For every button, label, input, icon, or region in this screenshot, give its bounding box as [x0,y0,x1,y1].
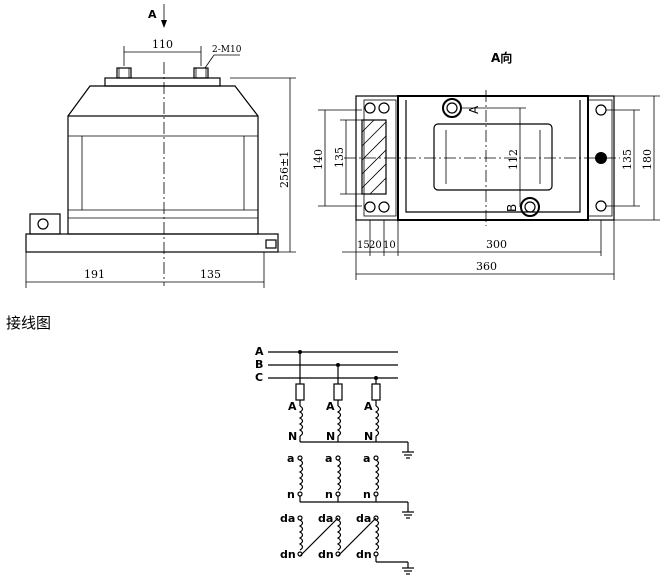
secondary-c-start-dot [373,455,379,461]
core-window [433,123,553,191]
dim-191-text: 191 [84,268,105,281]
primary-a-label-3: A [364,400,373,413]
hole-bl2 [378,201,390,213]
hole-tl [364,102,376,114]
residual-coil-c [374,519,380,551]
side-view-title: A向 [491,50,512,65]
primary-a-label-2: A [326,400,335,413]
base-plate [25,233,279,253]
fuse-a [295,383,305,401]
residual-da-label-3: da [356,512,371,525]
secondary-coil-b [336,459,342,491]
body-shoulder [67,85,259,117]
residual-c-end-dot [373,551,379,557]
hole-bl [364,201,376,213]
front-view: A 110 2-M10 [25,4,296,288]
secondary-a-label-2: a [325,452,332,465]
residual-c-start-dot [373,515,379,521]
ground-lug-hole [37,218,49,230]
secondary-c-end-dot [373,491,379,497]
residual-windings [298,519,380,551]
terminal-a [442,98,462,118]
secondary-windings [298,459,380,491]
dim-180-text: 180 [641,149,654,170]
dim-110-text: 110 [152,38,173,51]
dim-15-text: 15 [357,240,370,251]
secondary-n-label-1: n [287,488,295,501]
hole-tl2 [378,102,390,114]
top-plate [104,77,221,87]
phase-b-label: B [255,358,263,371]
secondary-coil-a [298,459,304,491]
hatched-block [361,119,387,195]
primary-coil-c [374,405,380,437]
fuse-b [333,383,343,401]
hatch-lines [361,119,387,195]
secondary-n-label-2: n [325,488,333,501]
residual-coil-a [298,519,304,551]
ground-lug [29,213,61,235]
primary-a-label-1: A [288,400,297,413]
side-view: A向 A B [312,50,660,280]
ground-bolt [265,239,277,249]
core-inner [405,100,581,213]
wiring-title: 接线图 [6,314,51,332]
wiring-diagram: 接线图 A B C A A A N N N [6,314,414,575]
terminal-b-inner [524,201,536,213]
secondary-coil-c [374,459,380,491]
dim-20-text: 20 [369,240,382,251]
phase-c-label: C [255,371,263,384]
primary-windings [298,405,380,437]
dim-300-text: 300 [486,238,507,251]
secondary-a-end-dot [297,491,303,497]
dim-360-text: 360 [476,260,497,273]
bolt-leader [204,54,215,69]
terminal-a-inner [446,102,458,114]
residual-b-start-dot [335,515,341,521]
delta-link-2 [337,517,377,557]
residual-dn-label-1: dn [280,548,296,561]
primary-n-label-3: N [364,430,373,443]
primary-n-label-2: N [326,430,335,443]
fuse-c [371,383,381,401]
dim-135-text: 135 [200,268,221,281]
hole-br [595,200,607,212]
secondary-a-start-dot [297,455,303,461]
residual-coil-b [336,519,342,551]
dim-135-right-text: 135 [621,149,634,170]
view-arrow-label: A [148,8,157,21]
terminal-b [520,197,540,217]
dim-256-text: 256±1 [278,151,291,188]
primary-coil-a [298,405,304,437]
dim-140-text: 140 [312,149,325,170]
bolt-note: 2-M10 [212,45,242,55]
secondary-n-label-3: n [363,488,371,501]
residual-dn-label-3: dn [356,548,372,561]
secondary-a-label-3: a [363,452,370,465]
secondary-b-end-dot [335,491,341,497]
phase-a-label: A [255,345,264,358]
primary-n-label-1: N [288,430,297,443]
body-main [67,115,259,235]
hole-tr [595,104,607,116]
secondary-a-label-1: a [287,452,294,465]
dim-135-left-text: 135 [333,147,346,168]
residual-a-start-dot [297,515,303,521]
dim-10-text: 10 [383,240,396,251]
dim-112-text: 112 [507,149,520,170]
terminal-a-label: A [467,105,481,114]
residual-dn-label-2: dn [318,548,334,561]
terminal-b-label: B [505,204,519,212]
residual-da-label-2: da [318,512,333,525]
secondary-b-start-dot [335,455,341,461]
residual-da-label-1: da [280,512,295,525]
delta-link-1 [299,517,339,557]
view-arrow-head [161,20,167,28]
primary-coil-b [336,405,342,437]
